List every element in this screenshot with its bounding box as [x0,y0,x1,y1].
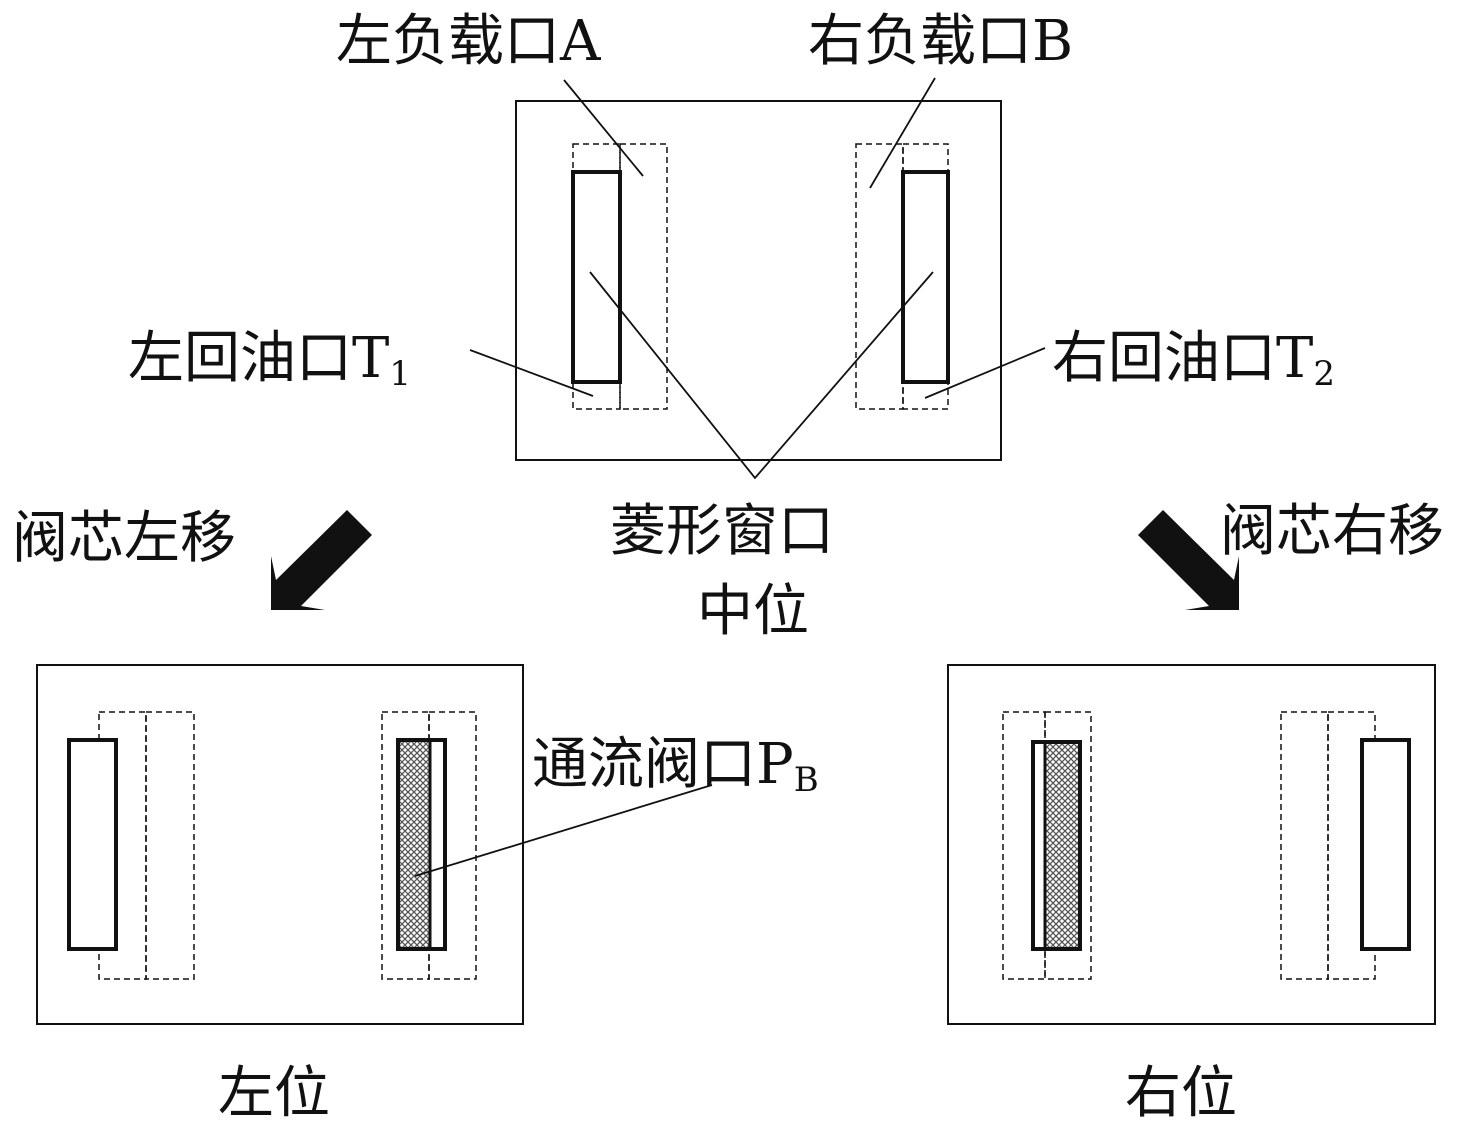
spool-move-right-label: 阀芯右移 [1220,499,1444,564]
middle-left-window [571,170,622,384]
leader-flow-port [414,784,713,877]
arrow-down-left-icon [271,510,372,610]
right-return-port-outline [902,143,949,410]
leader-left-load [563,79,644,177]
left-load-port-label: 左负载口A [336,9,601,74]
flow-port-subscript: B [794,760,819,800]
flow-port-label: 通流阀口PB [532,732,819,800]
left-position-panel [36,664,524,1025]
right-position-panel [947,664,1436,1025]
flow-port-text: 通流阀口P [532,732,794,797]
left-return-port-subscript: 1 [389,354,411,394]
right-pos-right-window [1360,738,1411,951]
arrow-down-right-icon [1138,510,1239,610]
spool-move-left-label: 阀芯左移 [12,506,236,571]
middle-position-label: 中位 [697,579,809,644]
left-pos-port-t1-outline [145,711,195,980]
left-return-port-label: 左回油口T1 [128,326,411,394]
leader-right-return [924,347,1046,399]
right-load-port-outline [855,143,904,410]
leader-diamond-window [589,271,934,480]
left-position-label: 左位 [218,1061,330,1126]
leader-left-return [469,349,594,397]
right-return-port-text: 右回油口T [1052,326,1313,391]
right-valve-body [947,664,1436,1025]
leader-right-load [869,77,936,189]
middle-position-panel [515,100,1002,461]
right-return-port-subscript: 2 [1313,354,1335,394]
right-load-port-label: 右负载口B [808,9,1073,74]
right-position-label: 右位 [1125,1061,1237,1126]
left-return-port-text: 左回油口T [128,326,389,391]
diamond-window-label: 菱形窗口 [610,499,834,564]
middle-right-window [901,170,950,384]
left-pos-left-window [67,738,118,951]
right-pos-flow-opening [1046,744,1078,947]
left-pos-flow-opening [400,742,429,947]
right-return-port-label: 右回油口T2 [1052,326,1335,394]
